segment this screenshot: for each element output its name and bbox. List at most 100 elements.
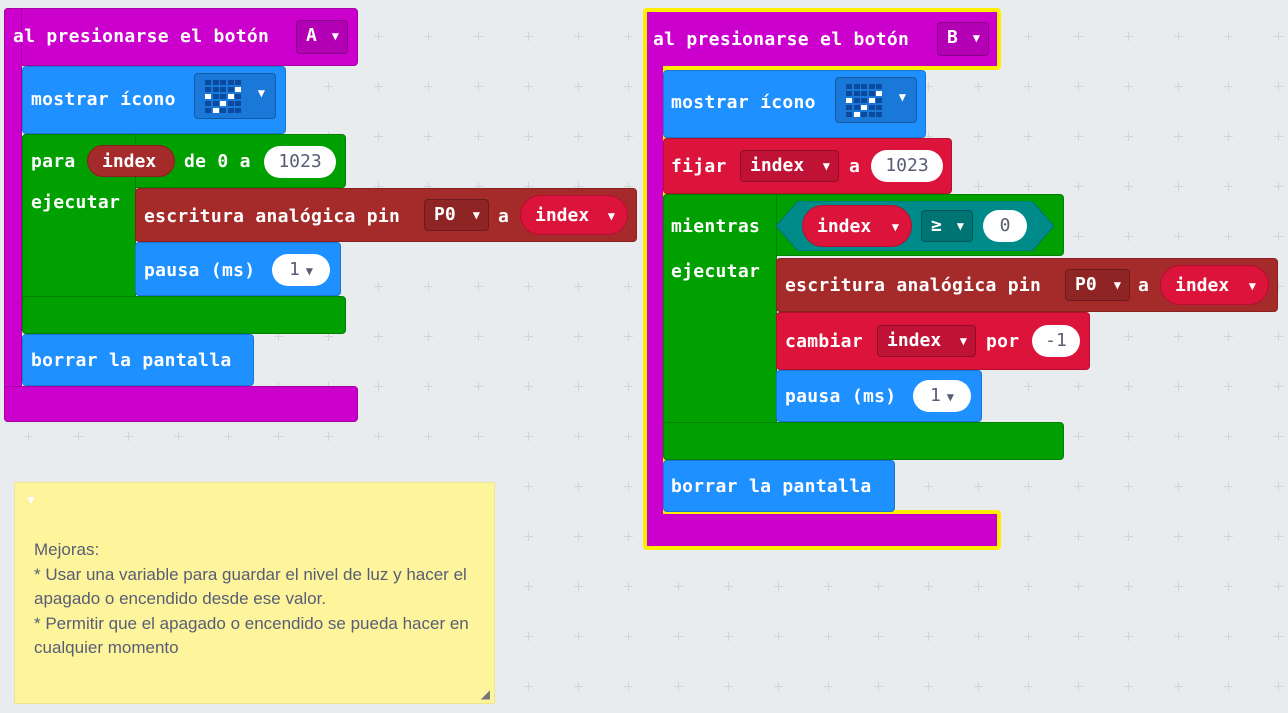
clear-screen-block-a[interactable]	[22, 334, 254, 386]
led-cell	[868, 112, 875, 117]
chevron-down-icon: ▼	[959, 334, 967, 348]
pin-dropdown-a[interactable]: P0▼	[424, 199, 489, 231]
for-var-index[interactable]: index	[87, 145, 175, 177]
led-cell	[227, 108, 234, 113]
set-var-value: index	[750, 155, 805, 176]
led-cell	[868, 91, 875, 96]
event-a-footer[interactable]	[4, 386, 358, 422]
event-a-arm[interactable]	[4, 8, 22, 422]
cond-value-input[interactable]: 0	[983, 210, 1027, 242]
to-label: a	[498, 206, 510, 227]
cond-operator-dropdown[interactable]: ≥▼	[921, 210, 973, 242]
icon-picker-a[interactable]: ▼	[194, 73, 276, 119]
pause-value-dropdown-a[interactable]: 1▼	[272, 254, 330, 286]
led-cell	[212, 101, 219, 106]
clear-screen-block-b[interactable]	[663, 460, 895, 512]
led-cell	[235, 87, 241, 92]
led-cell	[227, 80, 234, 85]
button-b-dropdown[interactable]: B▼	[937, 22, 989, 56]
chevron-down-icon: ▼	[956, 219, 964, 233]
event-b-label: al presionarse el botón	[653, 29, 910, 50]
led-cell	[227, 94, 234, 99]
event-a-label: al presionarse el botón	[13, 26, 270, 47]
led-cell	[220, 108, 226, 113]
chevron-down-icon: ▼	[1248, 279, 1256, 293]
event-b-arm-fill	[647, 12, 663, 546]
chevron-down-icon: ▼	[305, 264, 314, 278]
change-value-number: -1	[1045, 330, 1067, 351]
cond-var-dropdown[interactable]: index▼	[802, 205, 912, 247]
led-cell	[235, 108, 241, 113]
show-icon-label-b: mostrar ícono	[671, 92, 816, 113]
while-loop-footer[interactable]	[663, 422, 1064, 460]
pause-label-b: pausa (ms)	[785, 386, 897, 407]
analog-var-dropdown-a[interactable]: index▼	[520, 195, 628, 235]
for-loop-footer[interactable]	[22, 296, 346, 334]
led-cell	[861, 112, 867, 117]
analog-var-value-b: index	[1175, 275, 1230, 296]
resize-grip-icon[interactable]: ◢	[480, 687, 490, 701]
led-cell	[853, 98, 860, 103]
led-cell	[212, 94, 219, 99]
pause-value-b: 1	[929, 385, 941, 406]
change-var-value: index	[887, 330, 942, 351]
for-to-value[interactable]: 1023	[264, 146, 336, 178]
set-var-dropdown[interactable]: index ▼	[740, 150, 839, 182]
led-cell	[212, 87, 219, 92]
do-label: ejecutar	[31, 192, 121, 213]
led-cell	[212, 108, 219, 113]
led-cell	[220, 101, 226, 106]
analog-var-dropdown-b[interactable]: index ▼	[1160, 265, 1269, 305]
led-cell	[205, 80, 211, 85]
collapse-triangle-icon[interactable]: ▼	[25, 493, 37, 507]
do-label-b: ejecutar	[671, 261, 761, 282]
analog-write-label: escritura analógica pin	[144, 206, 401, 227]
for-var-value: index	[102, 151, 157, 172]
set-label: fijar	[671, 156, 727, 177]
clear-label-b: borrar la pantalla	[671, 476, 872, 497]
while-label: mientras	[671, 216, 761, 237]
led-cell	[235, 101, 241, 106]
led-cell	[846, 105, 852, 110]
chevron-down-icon: ▼	[472, 208, 480, 222]
button-b-value: B	[947, 27, 958, 48]
button-a-dropdown[interactable]: A▼	[296, 20, 348, 54]
led-cell	[205, 87, 211, 92]
change-var-dropdown[interactable]: index ▼	[877, 325, 976, 357]
pause-value-dropdown-b[interactable]: 1▼	[913, 380, 971, 412]
chevron-down-icon: ▼	[331, 29, 339, 43]
show-icon-label: mostrar ícono	[31, 89, 176, 110]
pin-dropdown-b[interactable]: P0▼	[1065, 269, 1130, 301]
led-matrix-icon	[846, 84, 884, 118]
led-cell	[227, 101, 234, 106]
set-value-input[interactable]: 1023	[871, 150, 943, 182]
chevron-down-icon: ▼	[822, 159, 830, 173]
led-cell	[853, 105, 860, 110]
chevron-down-icon: ▼	[946, 390, 955, 404]
led-cell	[868, 84, 875, 89]
led-cell	[220, 80, 226, 85]
led-cell	[846, 112, 852, 117]
by-label: por	[986, 331, 1020, 352]
change-value-input[interactable]: -1	[1032, 325, 1080, 357]
set-value-number: 1023	[885, 155, 929, 176]
cond-op-value: ≥	[931, 215, 942, 236]
led-cell	[861, 98, 867, 103]
for-label: para	[31, 151, 76, 172]
comment-text[interactable]: Mejoras: * Usar una variable para guarda…	[34, 540, 469, 657]
analog-write-label-b: escritura analógica pin	[785, 275, 1042, 296]
chevron-down-icon: ▼	[898, 90, 906, 104]
chevron-down-icon: ▼	[607, 209, 615, 223]
led-cell	[853, 91, 860, 96]
led-cell	[876, 105, 882, 110]
icon-picker-b[interactable]: ▼	[835, 77, 917, 123]
chevron-down-icon: ▼	[972, 31, 980, 45]
led-cell	[861, 105, 867, 110]
led-cell	[205, 101, 211, 106]
led-cell	[220, 87, 226, 92]
led-cell	[876, 84, 882, 89]
cond-value-number: 0	[999, 215, 1011, 236]
led-cell	[212, 80, 219, 85]
led-cell	[205, 94, 211, 99]
workspace-comment[interactable]: ▼ Mejoras: * Usar una variable para guar…	[14, 482, 495, 704]
